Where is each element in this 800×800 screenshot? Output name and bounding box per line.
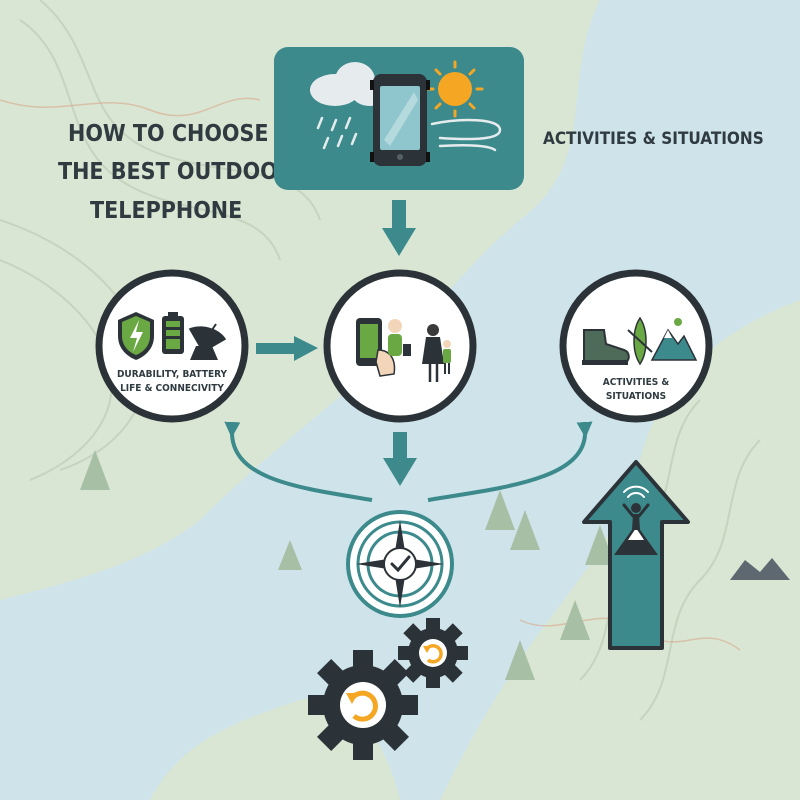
woman-with-child-icon bbox=[422, 324, 451, 382]
wind-icon bbox=[430, 118, 502, 152]
arrow-center-to-compass bbox=[383, 432, 417, 486]
satellite-dish-icon bbox=[188, 323, 227, 360]
hand-holding-phone-icon bbox=[356, 318, 396, 377]
map-trees bbox=[80, 450, 615, 680]
compass-check-icon bbox=[346, 510, 454, 618]
curve-right-to-compass bbox=[427, 421, 593, 502]
circle-people-using-phones bbox=[323, 269, 477, 423]
left-circle-label-1: DURABILITY, BATTERY bbox=[117, 369, 228, 380]
header-label: ACTIVITIES & SITUATIONS bbox=[543, 129, 764, 149]
upward-arrow-climber bbox=[582, 460, 690, 650]
battery-icon bbox=[162, 312, 184, 354]
right-circle-label-2: SITUATIONS bbox=[606, 391, 666, 402]
weather-phone-banner bbox=[274, 47, 524, 190]
arrow-left-to-center bbox=[256, 336, 318, 361]
sun-icon bbox=[426, 60, 484, 118]
right-circle-label-1: ACTIVITIES & bbox=[603, 377, 670, 388]
rugged-phone-icon bbox=[370, 74, 430, 166]
shield-bolt-icon bbox=[118, 312, 154, 360]
curve-left-to-compass bbox=[224, 421, 373, 502]
circle-durability-battery-connectivity: DURABILITY, BATTERY LIFE & CONNECIVITY bbox=[95, 269, 249, 423]
climber-icon bbox=[614, 503, 658, 555]
title-line-3: TELEPPHONE bbox=[90, 198, 242, 224]
title-block: HOW TO CHOOSE THE BEST OUTDOOR TELEPPHON… bbox=[58, 121, 294, 224]
signal-waves-icon bbox=[623, 485, 649, 498]
hiking-boot-icon bbox=[582, 329, 630, 365]
mountain-peaks-icon bbox=[650, 318, 698, 361]
circle-activities-situations: ACTIVITIES & SITUATIONS bbox=[559, 269, 713, 423]
kayak-icon bbox=[627, 316, 653, 366]
flow-arrows bbox=[224, 200, 593, 502]
title-line-2: THE BEST OUTDOOR bbox=[58, 159, 294, 185]
left-circle-label-2: LIFE & CONNECIVITY bbox=[120, 383, 224, 394]
large-gear-icon bbox=[308, 650, 418, 760]
hiker-person-icon bbox=[388, 319, 411, 356]
map-mountain bbox=[730, 558, 790, 580]
small-gear-icon bbox=[398, 618, 468, 688]
arrow-banner-to-center bbox=[382, 200, 416, 256]
title-line-1: HOW TO CHOOSE bbox=[68, 121, 269, 147]
